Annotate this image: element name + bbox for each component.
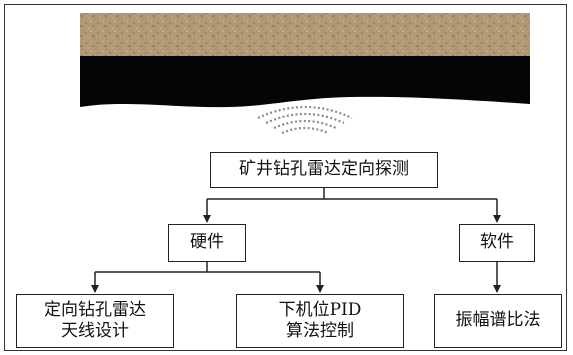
rock-layer [80, 13, 530, 57]
node-software: 软件 [459, 224, 535, 262]
rock-coal-strata-icon [80, 13, 530, 108]
node-spectral-ratio: 振幅谱比法 [434, 294, 562, 348]
coal-layer [80, 56, 530, 108]
node-pid-control: 下机位PID 算法控制 [236, 294, 404, 348]
node-root: 矿井钻孔雷达定向探测 [210, 152, 438, 188]
node-hardware: 硬件 [168, 224, 246, 262]
node-antenna-design: 定向钻孔雷达 天线设计 [16, 294, 174, 348]
connectors [91, 188, 501, 293]
radar-wave-icon [257, 105, 353, 135]
